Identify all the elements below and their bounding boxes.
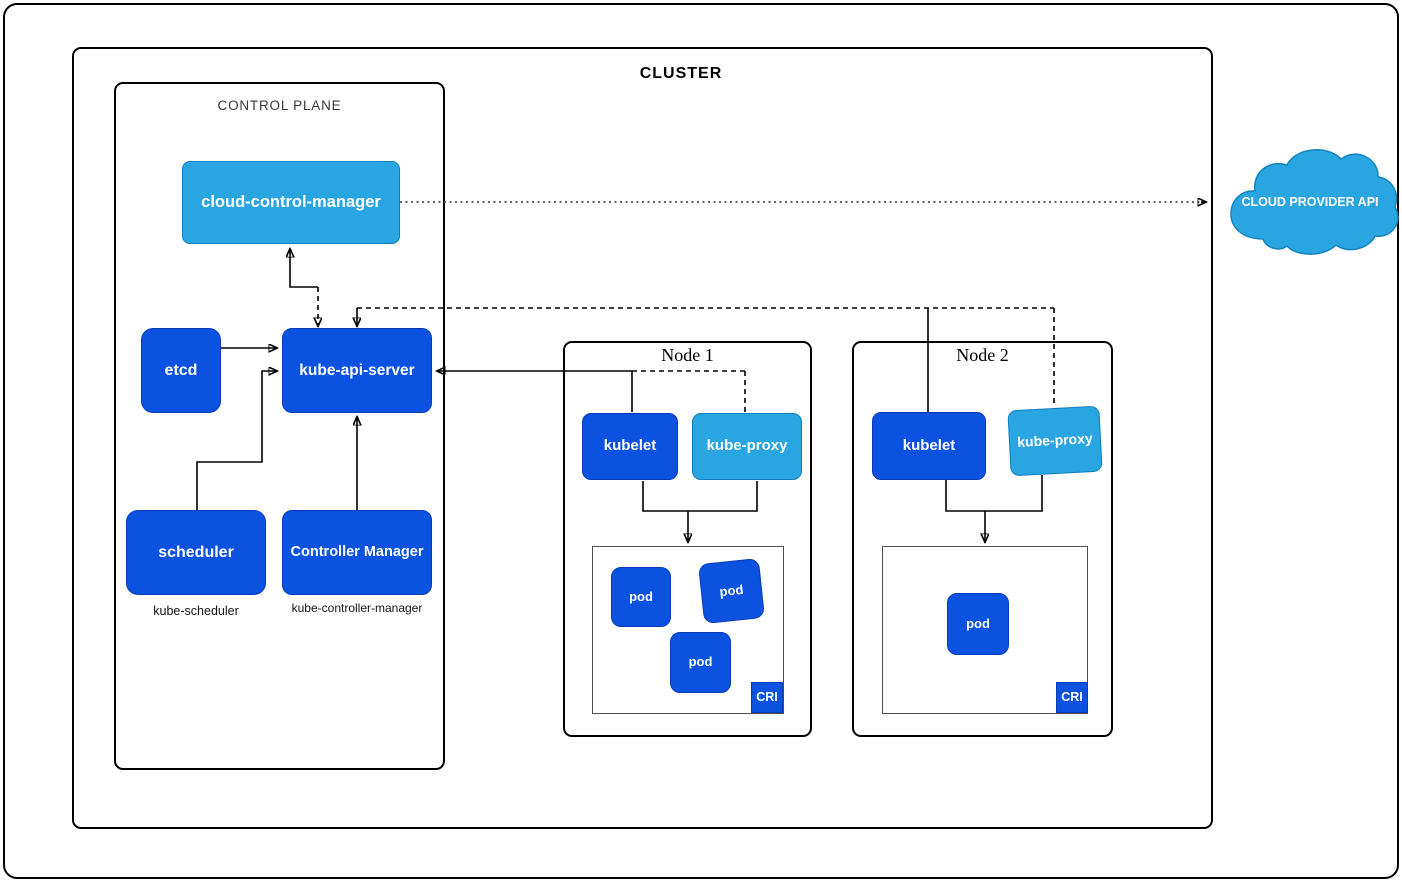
node2-kube-proxy-box: kube-proxy [1007, 405, 1103, 477]
etcd-box: etcd [141, 328, 221, 413]
node1-label: Node 1 [661, 345, 714, 365]
control-plane-label: CONTROL PLANE [217, 98, 342, 113]
node2-pod: pod [947, 593, 1009, 655]
node1-cri-badge: CRI [751, 682, 783, 713]
node2-kubelet-box: kubelet [872, 412, 986, 480]
node1-pod: pod [698, 557, 765, 625]
cloud-provider-label: CLOUD PROVIDER API [1241, 195, 1379, 209]
kube-controller-manager-label: kube-controller-manager [291, 601, 423, 615]
outer-border [3, 3, 1399, 879]
controller-manager-box: Controller Manager [282, 510, 432, 595]
cloud-control-manager-box: cloud-control-manager [182, 161, 400, 244]
kube-scheduler-label: kube-scheduler [153, 604, 239, 618]
cluster-label: CLUSTER [639, 65, 723, 82]
node2-label: Node 2 [956, 345, 1009, 365]
scheduler-box: scheduler [126, 510, 266, 595]
node1-box [563, 341, 812, 737]
node1-kube-proxy-box: kube-proxy [692, 413, 802, 480]
node2-cri-badge: CRI [1056, 682, 1088, 713]
node2-box [852, 341, 1113, 737]
node1-pod: pod [611, 567, 671, 627]
cloud-provider-shape [1230, 149, 1399, 255]
cluster-box [72, 47, 1213, 829]
cloud-icon [1230, 149, 1399, 255]
control-plane-box [114, 82, 445, 770]
node1-kubelet-box: kubelet [582, 413, 678, 480]
kube-api-server-box: kube-api-server [282, 328, 432, 413]
node1-pod: pod [670, 632, 731, 693]
